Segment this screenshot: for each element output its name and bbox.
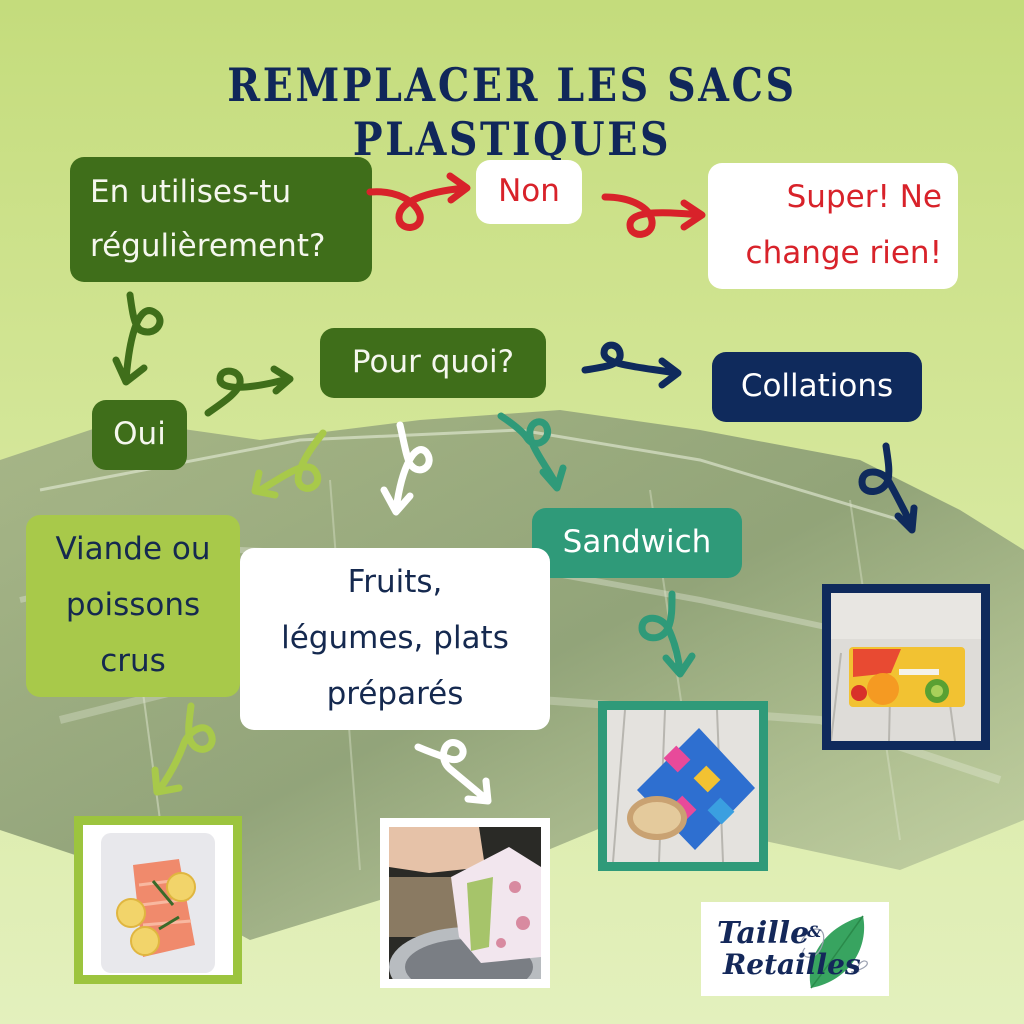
snack-pouch-image — [831, 593, 981, 741]
arrow-to-fruits-photo-icon — [414, 739, 492, 805]
arrow-to-what-icon — [204, 365, 294, 417]
option-fruits-node: Fruits, légumes, plats préparés — [240, 548, 550, 730]
logo-ampersand: & — [807, 922, 822, 941]
option-meat-line1: Viande ou — [55, 531, 211, 567]
arrow-to-no-icon — [366, 172, 471, 231]
question-use-node: En utilises-tu régulièrement? — [70, 157, 372, 282]
answer-yes-node: Oui — [92, 400, 187, 470]
question-use-line1: En utilises-tu — [90, 174, 292, 210]
option-fruits-line2: légumes, plats — [281, 620, 509, 656]
answer-no-node: Non — [476, 160, 582, 224]
option-meat-line3: crus — [100, 643, 166, 679]
vegetables-fabric-bag-image — [389, 827, 541, 979]
option-meat-node: Viande ou poissons crus — [26, 515, 240, 697]
arrow-to-result-icon — [601, 193, 706, 238]
taille-retailles-logo: Taille & Retailles — [701, 902, 889, 996]
leaf-icon — [800, 915, 868, 989]
arrow-to-yes-icon — [112, 291, 164, 386]
result-no-node: Super! Ne change rien! — [708, 163, 958, 289]
page-title: REMPLACER LES SACS PLASTIQUES — [227, 58, 797, 166]
arrow-to-snacks-photo-icon — [858, 442, 918, 534]
option-sandwich-node: Sandwich — [532, 508, 742, 578]
logo-line2: Retailles — [723, 948, 861, 981]
question-use-line2: régulièrement? — [90, 228, 326, 264]
option-meat-line2: poissons — [65, 587, 201, 623]
meat-photo — [74, 816, 242, 984]
option-snacks-node: Collations — [712, 352, 922, 422]
arrow-to-sandwich-photo-icon — [638, 590, 696, 678]
arrow-to-meat-photo-icon — [151, 702, 216, 796]
sandwich-pouch-image — [607, 710, 759, 862]
arrow-to-meat-icon — [251, 429, 327, 499]
sandwich-photo — [598, 701, 768, 871]
salmon-bag-image — [101, 833, 215, 973]
question-what-node: Pour quoi? — [320, 328, 546, 398]
arrow-to-fruits-icon — [380, 421, 433, 516]
logo-line1: Taille — [717, 916, 810, 951]
fruits-photo — [380, 818, 550, 988]
result-no-line1: Super! Ne — [786, 179, 942, 215]
arrow-to-snacks-icon — [581, 341, 682, 389]
result-no-line2: change rien! — [745, 235, 942, 271]
arrow-to-sandwich-icon — [497, 412, 567, 492]
snacks-photo — [822, 584, 990, 750]
option-fruits-line3: préparés — [326, 676, 464, 712]
option-fruits-line1: Fruits, — [347, 564, 443, 600]
